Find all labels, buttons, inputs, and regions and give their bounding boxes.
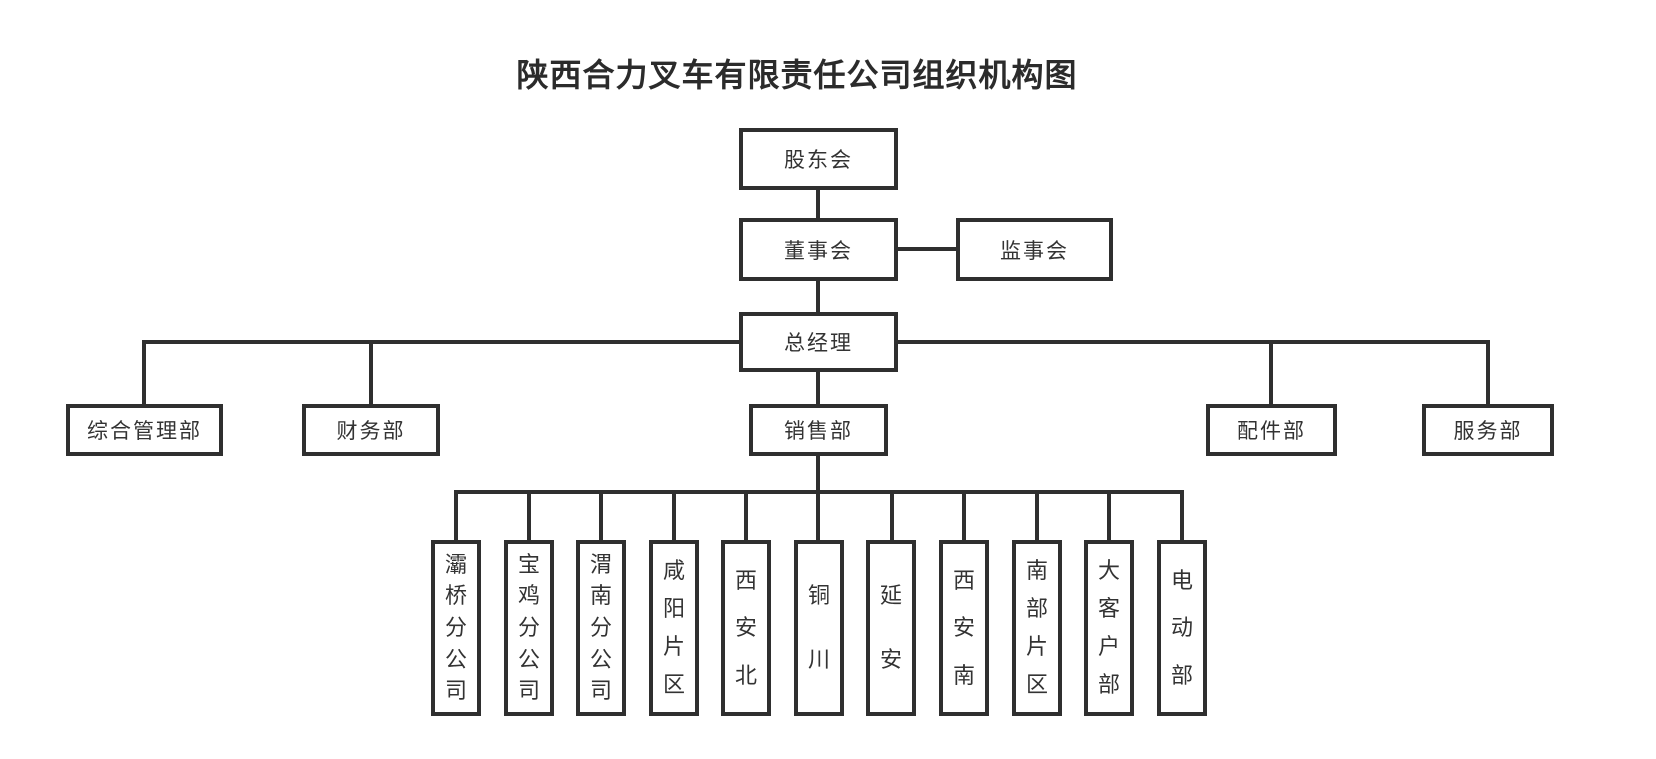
connector-tick-9 — [1035, 490, 1039, 540]
node-unit-electric-dept: 电动部 — [1157, 540, 1207, 716]
node-general-manager: 总经理 — [739, 312, 898, 372]
connector-tick-11 — [1180, 490, 1184, 540]
connector-drop-admin — [142, 340, 146, 404]
node-unit-key-accounts: 大客户部 — [1084, 540, 1134, 716]
node-dept-finance: 财务部 — [302, 404, 440, 456]
node-shareholders: 股东会 — [739, 128, 898, 190]
node-unit-baoji-branch: 宝鸡分公司 — [504, 540, 554, 716]
node-unit-xianyang-area: 咸阳片区 — [649, 540, 699, 716]
node-unit-weinan-branch: 渭南分公司 — [576, 540, 626, 716]
connector-sales-bus — [816, 456, 820, 490]
node-unit-yanan: 延安 — [866, 540, 916, 716]
connector-board-gm — [816, 281, 820, 312]
connector-tick-5 — [744, 490, 748, 540]
connector-tick-2 — [527, 490, 531, 540]
connector-drop-finance — [369, 340, 373, 404]
page-title: 陕西合力叉车有限责任公司组织机构图 — [516, 57, 1078, 93]
connector-tick-8 — [962, 490, 966, 540]
node-dept-service: 服务部 — [1422, 404, 1554, 456]
connector-tick-6 — [816, 490, 820, 540]
connector-tick-7 — [890, 490, 894, 540]
connector-gm-left-bus — [142, 340, 741, 344]
node-unit-xian-north: 西安北 — [721, 540, 771, 716]
node-dept-sales: 销售部 — [749, 404, 888, 456]
connector-tick-10 — [1107, 490, 1111, 540]
connector-gm-sales — [816, 372, 820, 404]
connector-board-supervisory — [896, 247, 958, 251]
connector-gm-right-bus — [896, 340, 1490, 344]
node-unit-southern-area: 南部片区 — [1012, 540, 1062, 716]
connector-tick-4 — [672, 490, 676, 540]
node-unit-baqiao-branch: 灞桥分公司 — [431, 540, 481, 716]
node-unit-xian-south: 西安南 — [939, 540, 989, 716]
connector-shareholders-board — [816, 190, 820, 218]
connector-drop-service — [1486, 340, 1490, 404]
connector-tick-3 — [599, 490, 603, 540]
node-unit-tongchuan: 铜川 — [794, 540, 844, 716]
node-dept-parts: 配件部 — [1206, 404, 1337, 456]
connector-tick-1 — [454, 490, 458, 540]
node-dept-admin: 综合管理部 — [66, 404, 223, 456]
connector-drop-parts — [1269, 340, 1273, 404]
node-board: 董事会 — [739, 218, 898, 281]
node-supervisory-board: 监事会 — [956, 218, 1113, 281]
